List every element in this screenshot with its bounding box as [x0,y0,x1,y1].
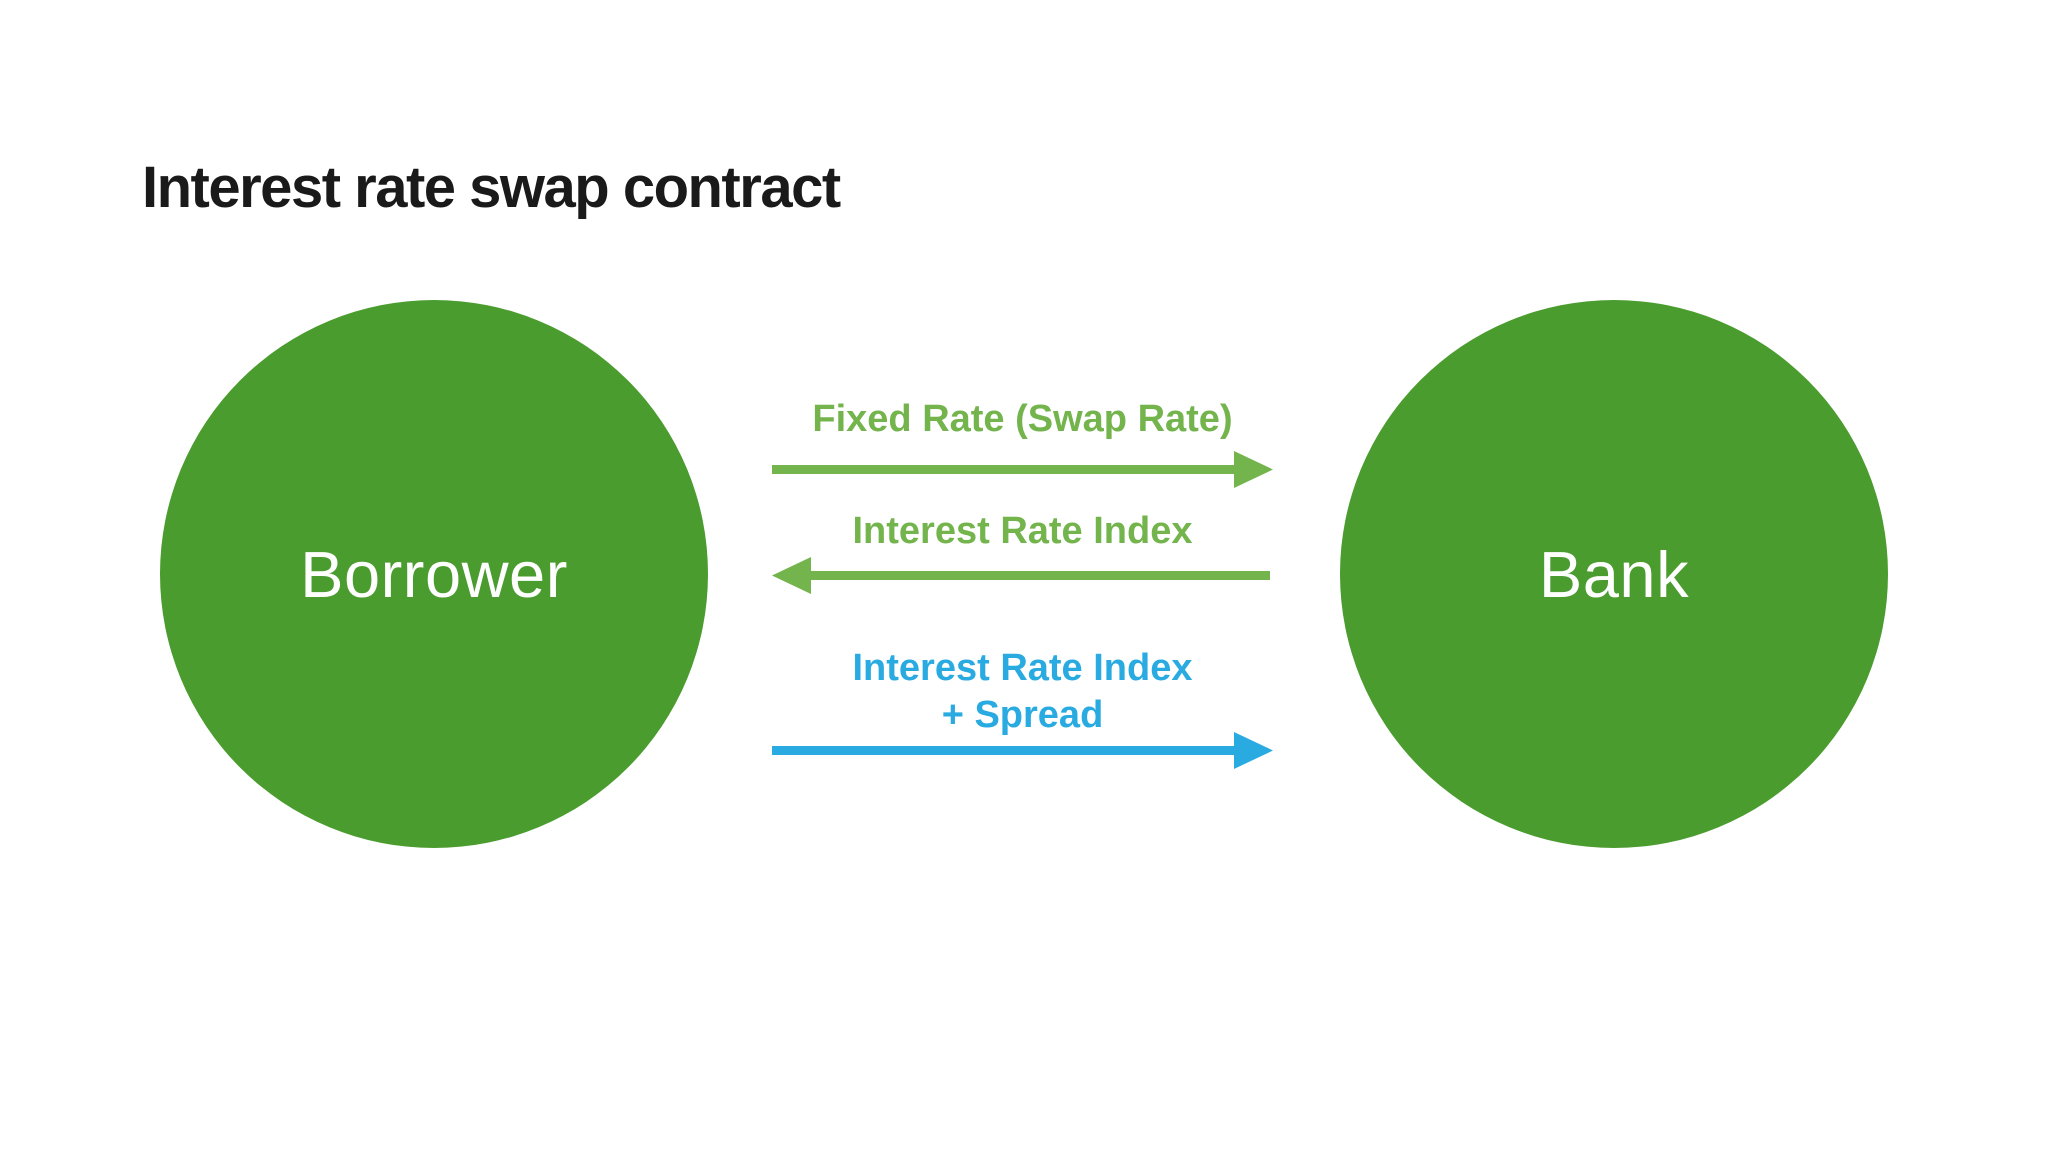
fixed-rate-right-arrow-icon [772,451,1273,488]
interest-rate-index-spread-right-arrow-icon [772,732,1273,769]
borrower-node-label: Borrower [300,537,568,611]
page-title: Interest rate swap contract [142,155,841,220]
fixed-rate-label: Fixed Rate (Swap Rate) [812,398,1233,440]
borrower-node: Borrower [160,300,708,848]
interest-rate-index-spread-label: Interest Rate Index + Spread [852,647,1193,736]
bank-node-label: Bank [1538,537,1690,611]
bank-node: Bank [1340,300,1888,848]
interest-rate-index-left-arrow-icon [772,557,1270,594]
interest-rate-index-label: Interest Rate Index [852,510,1193,552]
